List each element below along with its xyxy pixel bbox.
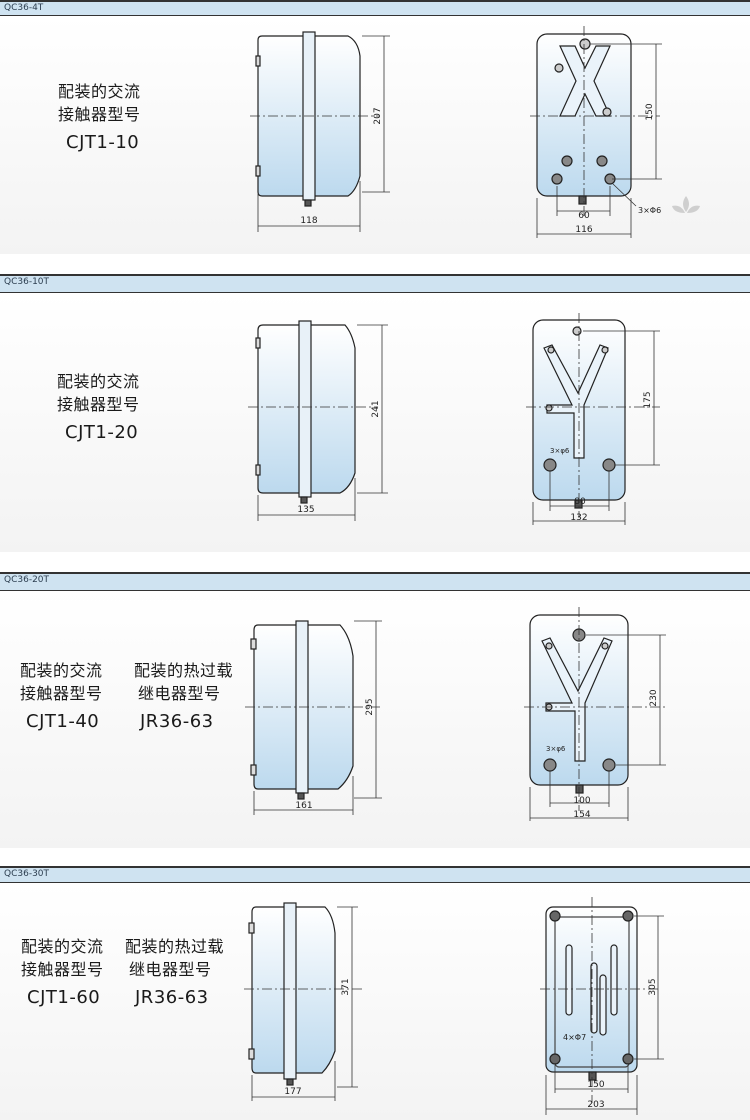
- relay-label-line2: 继电器型号: [129, 960, 212, 979]
- relay-label: 配装的热过载 继电器型号 JR36-63: [134, 659, 233, 732]
- dimension-drawing: 371 177 30: [244, 897, 664, 1115]
- mounting-holes-dim: 3×Φ6: [638, 206, 661, 215]
- panel-body: 配装的交流 接触器型号 CJT1-60 配装的热过载 继电器型号 JR36-63: [0, 883, 750, 1120]
- contactor-label-line1: 配装的交流: [58, 82, 141, 101]
- side-view: [255, 31, 361, 207]
- side-height-dim: 207: [373, 107, 383, 124]
- dimension-drawing: 207 118: [250, 26, 700, 238]
- contactor-label: 配装的交流 接触器型号 CJT1-10: [58, 80, 141, 153]
- relay-label: 配装的热过载 继电器型号 JR36-63: [125, 935, 224, 1008]
- side-height-dim: 295: [365, 698, 375, 715]
- panel-header: QC36-10T: [0, 274, 750, 293]
- front-inner-width-dim: 80: [574, 497, 586, 507]
- mounting-holes-dim: 3×φ6: [546, 745, 566, 753]
- dimension-drawing: 295 161 230 100: [245, 607, 666, 821]
- contactor-label-line2: 接触器型号: [21, 960, 104, 979]
- panel-header: QC36-30T: [0, 866, 750, 883]
- panel-title: QC36-30T: [4, 869, 50, 879]
- panel-body: 配装的交流 接触器型号 CJT1-10: [0, 16, 750, 254]
- front-height-dim: 305: [648, 978, 658, 995]
- panel-qc36-4t: QC36-4T 配装的交流 接触器型号 CJT1-10: [0, 0, 750, 270]
- front-inner-width-dim: 60: [578, 211, 590, 221]
- panel-header: QC36-4T: [0, 0, 750, 16]
- side-height-dim: 241: [371, 400, 381, 417]
- mounting-holes-dim: 4×Φ7: [563, 1033, 586, 1042]
- side-height-dim: 371: [341, 978, 351, 995]
- dimension-drawing: 241 135 175 80 1: [248, 313, 660, 525]
- relay-label-line1: 配装的热过载: [134, 661, 234, 680]
- contactor-model: CJT1-10: [66, 132, 140, 153]
- panel-header: QC36-20T: [0, 572, 750, 591]
- contactor-label-line2: 接触器型号: [58, 105, 141, 124]
- contactor-label-line1: 配装的交流: [20, 661, 103, 680]
- panel-qc36-10t: QC36-10T 配装的交流 接触器型号 CJT1-20: [0, 274, 750, 552]
- contactor-label-line2: 接触器型号: [20, 684, 103, 703]
- contactor-label: 配装的交流 接触器型号 CJT1-60: [21, 935, 104, 1008]
- contactor-label: 配装的交流 接触器型号 CJT1-20: [57, 370, 140, 443]
- front-outer-width-dim: 116: [575, 225, 592, 235]
- relay-label-line1: 配装的热过载: [125, 937, 225, 956]
- contactor-model: CJT1-60: [27, 987, 101, 1008]
- panel-qc36-30t: QC36-30T 配装的交流 接触器型号 CJT1-60 配装的热过载 继电器型…: [0, 866, 750, 1120]
- panel-body: 配装的交流 接触器型号 CJT1-40 配装的热过载 继电器型号 JR36-63: [0, 591, 750, 848]
- side-view: [255, 320, 356, 504]
- front-outer-width-dim: 132: [570, 513, 587, 523]
- side-width-dim: 118: [300, 216, 317, 226]
- front-outer-width-dim: 154: [573, 810, 590, 820]
- contactor-label: 配装的交流 接触器型号 CJT1-40: [20, 659, 103, 732]
- contactor-label-line2: 接触器型号: [57, 395, 140, 414]
- side-width-dim: 161: [295, 801, 312, 811]
- side-view: [250, 620, 354, 800]
- contactor-label-line1: 配装的交流: [57, 372, 140, 391]
- contactor-label-line1: 配装的交流: [21, 937, 104, 956]
- contactor-model: CJT1-40: [26, 711, 100, 732]
- front-height-dim: 150: [645, 103, 655, 120]
- panel-title: QC36-20T: [4, 575, 50, 585]
- side-view: [248, 902, 336, 1086]
- side-width-dim: 135: [297, 505, 314, 515]
- mounting-holes-dim: 3×φ6: [550, 447, 570, 455]
- relay-model: JR36-63: [140, 711, 214, 732]
- panel-title: QC36-4T: [4, 3, 44, 13]
- panel-qc36-20t: QC36-20T 配装的交流 接触器型号 CJT1-40 配装的热过载 继电器型…: [0, 572, 750, 848]
- leaf-watermark-icon: [672, 196, 700, 213]
- front-inner-width-dim: 150: [587, 1080, 604, 1090]
- relay-model: JR36-63: [135, 987, 209, 1008]
- relay-label-line2: 继电器型号: [138, 684, 221, 703]
- panel-body: 配装的交流 接触器型号 CJT1-20: [0, 293, 750, 552]
- front-height-dim: 230: [649, 689, 659, 706]
- contactor-model: CJT1-20: [65, 422, 139, 443]
- front-outer-width-dim: 203: [587, 1100, 604, 1110]
- side-width-dim: 177: [284, 1087, 301, 1097]
- front-view: [545, 906, 638, 1081]
- front-inner-width-dim: 100: [573, 796, 590, 806]
- front-height-dim: 175: [643, 391, 653, 408]
- panel-title: QC36-10T: [4, 277, 50, 287]
